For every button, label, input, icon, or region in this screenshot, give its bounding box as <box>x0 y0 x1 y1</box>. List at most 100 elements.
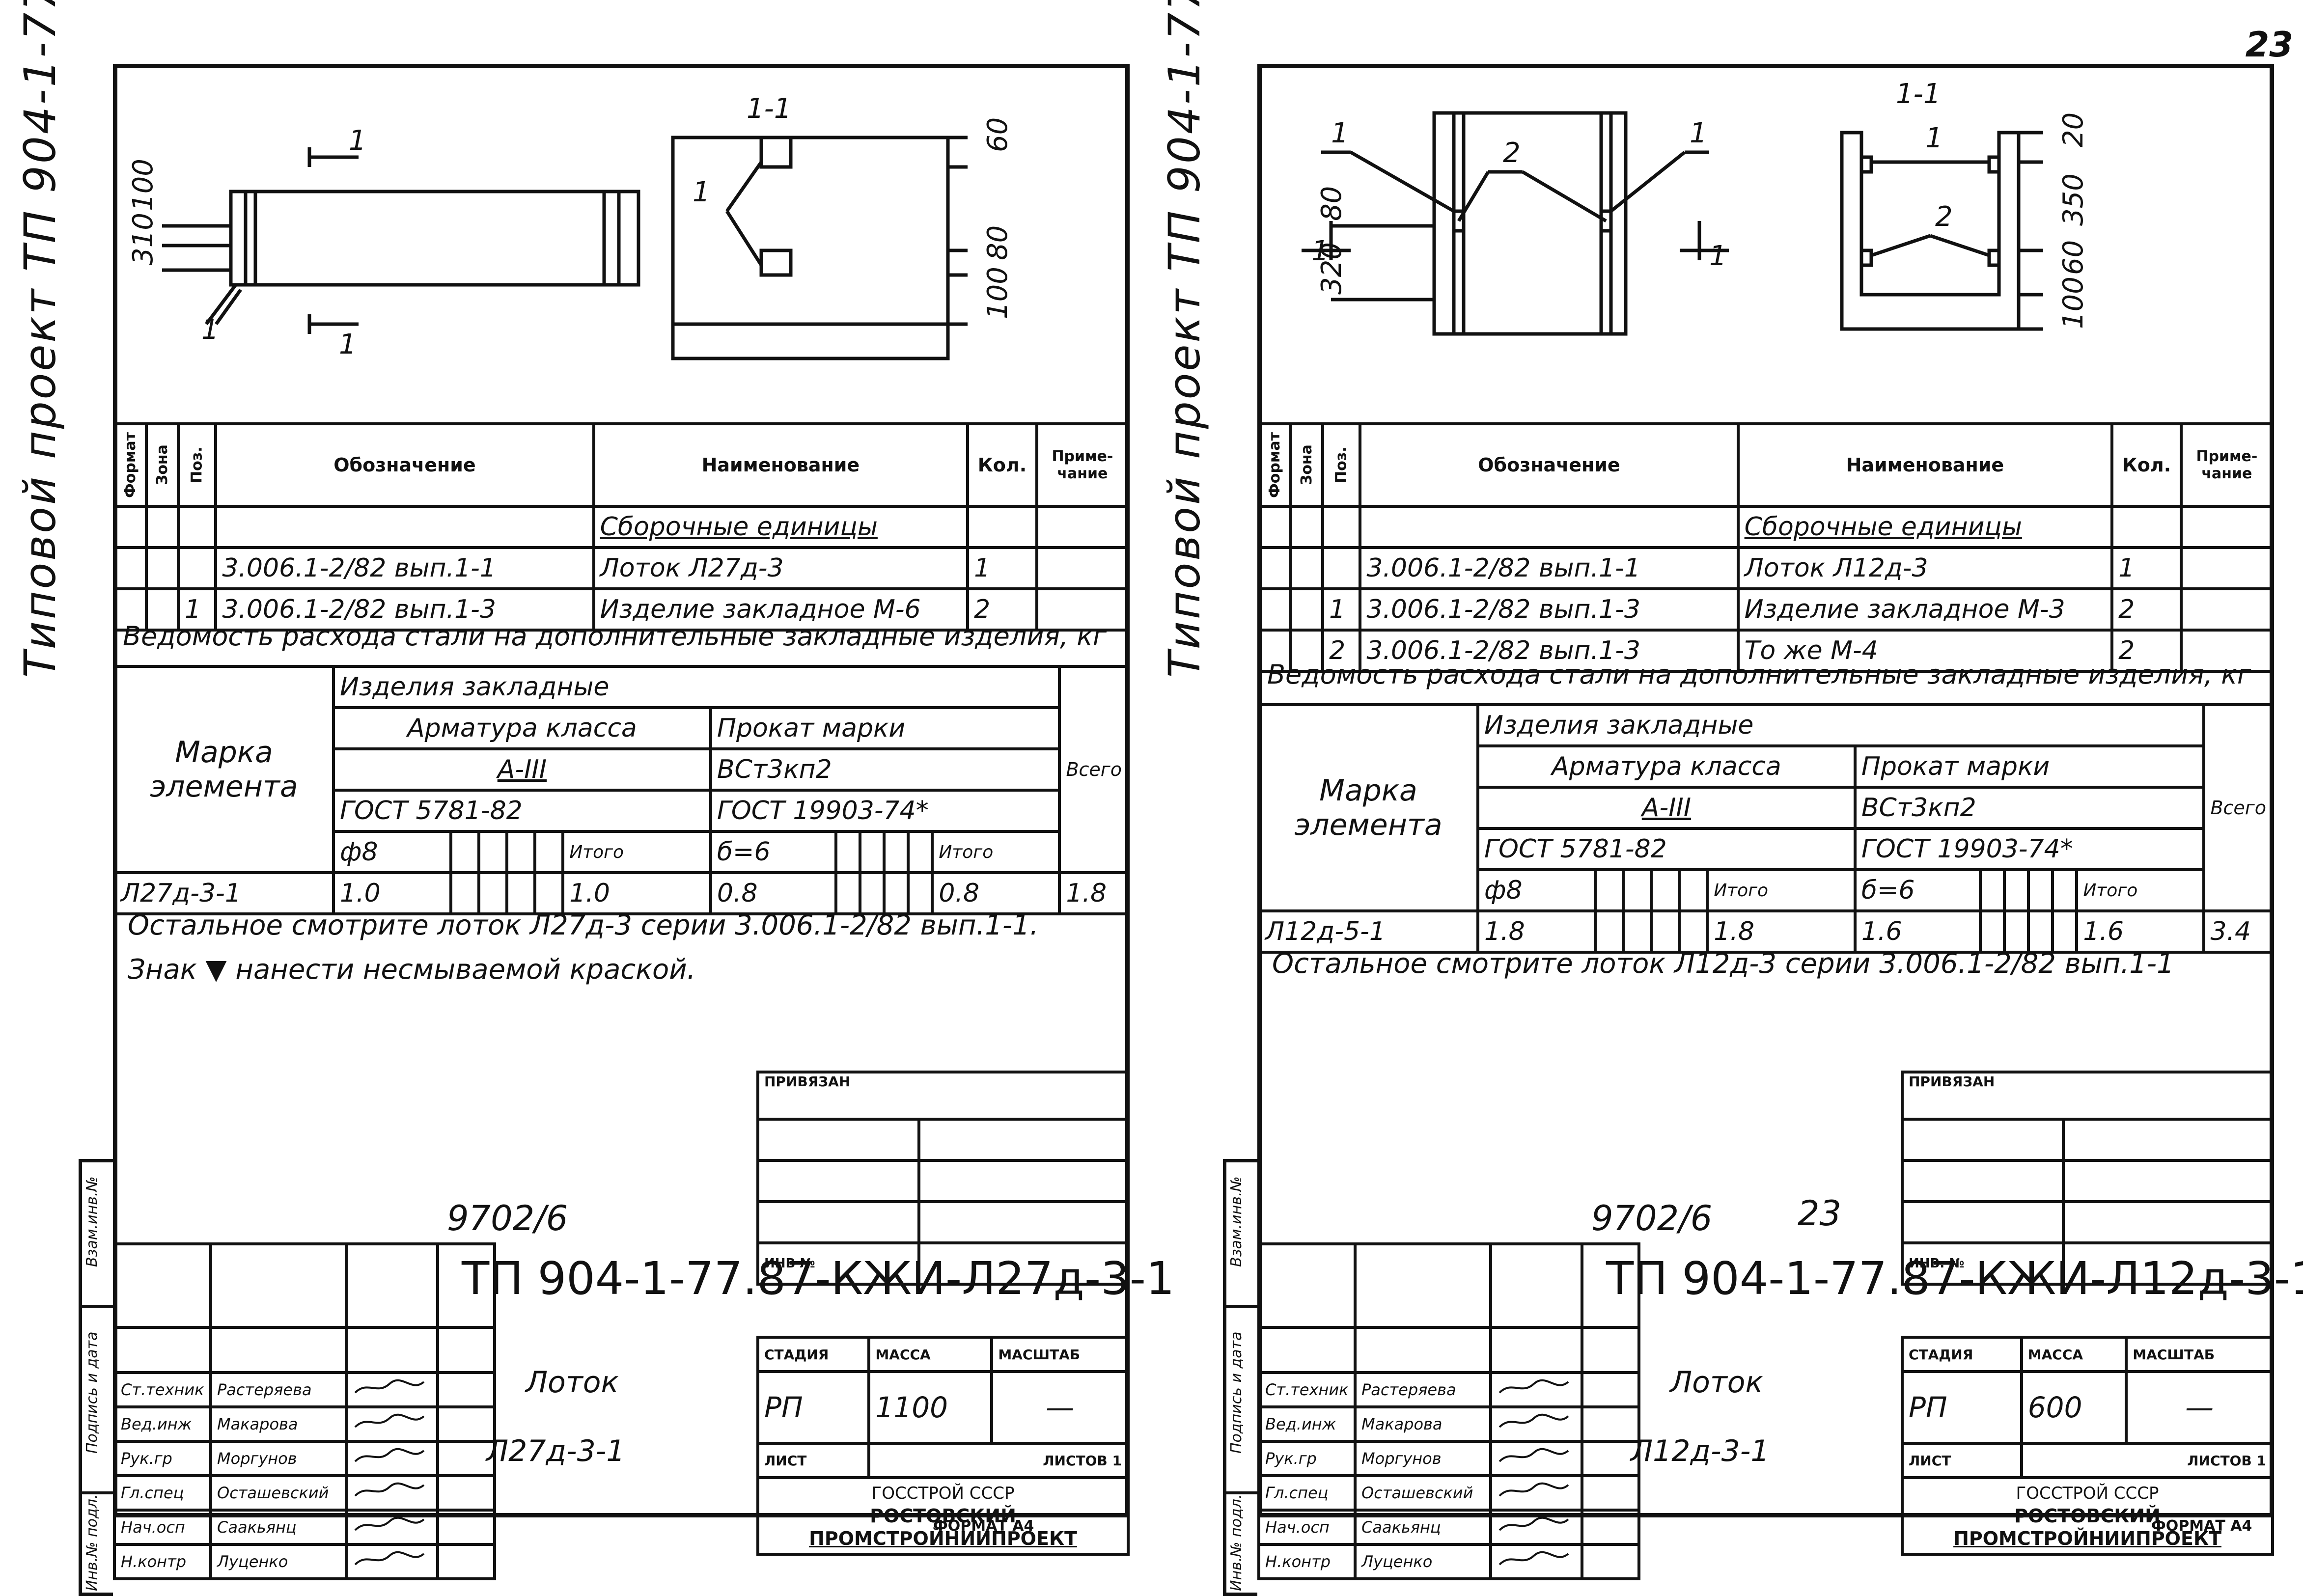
itogo-rolled-label: Итого <box>931 830 1061 874</box>
mass-value: 600 <box>2020 1370 2128 1445</box>
org-line-1: ГОССТРОЙ СССР <box>871 1484 1015 1503</box>
signer-name: Осташевский <box>1354 1474 1492 1512</box>
drawing-line <box>1457 171 1490 222</box>
spec-qty: 2 <box>966 587 1038 632</box>
drawing-rect <box>759 248 793 277</box>
drawing-sheet-left: Типовой проект ТП 904-1-77.87-КЖИ Альбом… <box>15 0 1174 1596</box>
stage-value: РП <box>1901 1370 2023 1445</box>
steel-ledger-title: Ведомость расхода стали на дополнительны… <box>123 621 1107 652</box>
spec-note <box>1035 587 1130 632</box>
signature <box>1489 1405 1583 1443</box>
signature <box>345 1509 439 1546</box>
spec-table: Формат Зона Поз. Обозначение Наименовани… <box>1257 422 2275 673</box>
row-rebar: 1.8 <box>1476 909 1597 954</box>
row-all: 1.8 <box>1058 871 1130 915</box>
dim-left-1: 310 <box>127 213 159 265</box>
signer-name: Саакьянц <box>1354 1509 1492 1546</box>
document-code: ТП 904-1-77.87-КЖИ-Л12д-3-1 <box>1606 1252 2303 1305</box>
spec-qty: 1 <box>966 546 1038 590</box>
drawing-rect <box>1987 155 2001 174</box>
signer-role: Гл.спец <box>1257 1474 1357 1512</box>
row-rolled-total: 1.6 <box>2075 909 2206 954</box>
cut-mark-bottom: 1 <box>339 329 357 360</box>
row-rolled: 0.8 <box>709 871 837 915</box>
signer-name: Макарова <box>209 1405 348 1443</box>
gost-rebar: ГОСТ 5781-82 <box>1476 827 1857 871</box>
page-number: 23 <box>2245 25 2293 65</box>
signer-role: Рук.гр <box>1257 1440 1357 1477</box>
signer-role: Н.контр <box>1257 1543 1357 1580</box>
col-name: Наименование <box>592 422 970 508</box>
drawing-sheet-right: Типовой проект ТП 904-1-77.87-КЖИ Альбом… <box>1159 0 2303 1596</box>
mark-label: Марка элемента <box>1257 703 1479 912</box>
signer-role: Нач.осп <box>113 1509 212 1546</box>
spec-note <box>2179 587 2275 632</box>
col-format: Формат <box>1259 424 1291 506</box>
drawing-line <box>725 210 763 266</box>
col-note: Приме-чание <box>1035 422 1130 508</box>
signer-name: Моргунов <box>1354 1440 1492 1477</box>
callout-1c: 1 <box>1690 117 1707 149</box>
binding-label: ПРИВЯЗАН <box>756 1071 1130 1121</box>
spec-pos: 1 <box>1321 587 1362 632</box>
col-pos: Поз. <box>178 424 216 506</box>
scale-value: — <box>2125 1370 2274 1445</box>
spec-header-row: Формат Зона Поз. Обозначение Наименовани… <box>114 422 1130 508</box>
dim-left-1: 320 <box>1316 242 1348 295</box>
rebar-class-label: Арматура класса <box>1476 744 1857 789</box>
archive-extra: 23 <box>1798 1193 1842 1234</box>
drawing-line <box>1929 234 1990 257</box>
mass-label: МАССА <box>2020 1336 2128 1373</box>
section-label: 1-1 <box>1896 78 1941 110</box>
spec-name: Изделие закладное М-3 <box>1736 587 2114 632</box>
spec-name: То же М-4 <box>1736 629 2114 673</box>
itogo-rebar-label: Итого <box>1706 868 1857 912</box>
spec-pos: 1 <box>177 587 218 632</box>
drawing-rect <box>1987 248 2001 267</box>
callout-1b: 1 <box>1925 122 1943 154</box>
signature <box>1489 1440 1583 1477</box>
col-pos: Поз. <box>1323 424 1360 506</box>
row-rolled-total: 0.8 <box>931 871 1061 915</box>
signature <box>345 1543 439 1580</box>
mass-label: МАССА <box>867 1336 994 1373</box>
drawing-rect <box>1859 248 1873 267</box>
spec-designation: 3.006.1-2/82 вып.1-3 <box>1359 629 1740 673</box>
row-rolled: 1.6 <box>1853 909 1982 954</box>
org-line-3: ПРОМСТРОЙНИИПРОЕКТ <box>809 1528 1077 1549</box>
col-designation: Обозначение <box>1359 422 1740 508</box>
org-line-2: РОСТОВСКИЙ <box>870 1505 1016 1527</box>
spec-designation: 3.006.1-2/82 вып.1-3 <box>1359 587 1740 632</box>
embedded-label: Изделия закладные <box>332 665 1061 709</box>
rolled-value: ВСт3кп2 <box>709 747 1061 792</box>
signer-name: Саакьянц <box>209 1509 348 1546</box>
dim-right-1: 350 <box>2057 173 2089 226</box>
stage-value: РП <box>756 1370 871 1445</box>
drawing-rect <box>671 136 950 360</box>
steel-data-row: Л27д-3-1 1.0 1.0 0.8 0.8 1.8 <box>113 871 1130 915</box>
rebar-class-label: Арматура класса <box>332 706 712 750</box>
lists-label: ЛИСТОВ 1 <box>867 1442 1130 1479</box>
row-rebar: 1.0 <box>332 871 452 915</box>
embedded-label: Изделия закладные <box>1476 703 2206 747</box>
spec-qty: 1 <box>2110 546 2183 590</box>
total-label: Всего <box>1058 665 1130 874</box>
list-label: ЛИСТ <box>1901 1442 2023 1479</box>
signer-role: Рук.гр <box>113 1440 212 1477</box>
cut-mark-left: 1 <box>1311 235 1329 267</box>
row-all: 3.4 <box>2202 909 2274 954</box>
drawing-rect <box>1452 209 1466 233</box>
